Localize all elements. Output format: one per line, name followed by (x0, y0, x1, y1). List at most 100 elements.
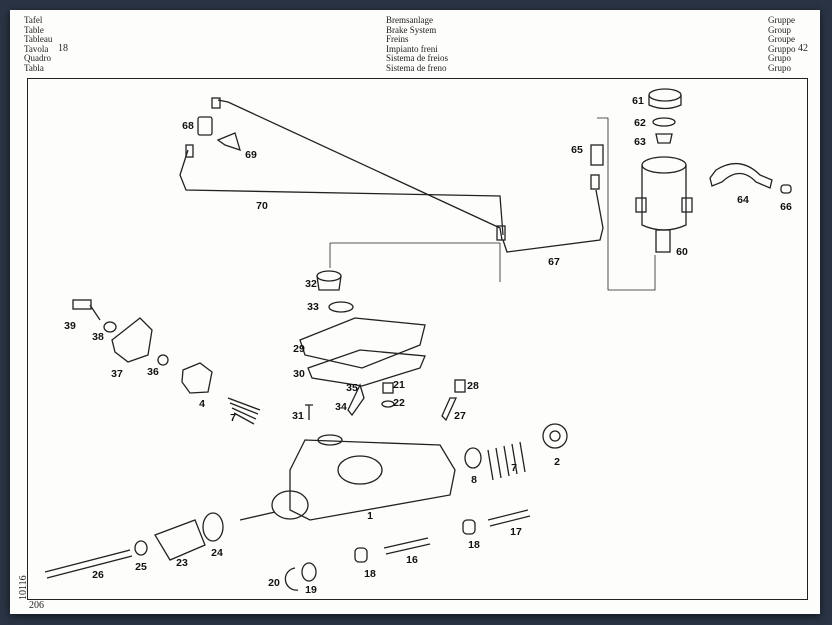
callout: 63 (634, 136, 646, 148)
label: Impianto freni (386, 43, 438, 54)
callout: 70 (256, 200, 268, 212)
callout: 67 (548, 256, 560, 268)
callout: 38 (92, 331, 104, 343)
spring-7 (227, 397, 261, 425)
label: Brake System (386, 24, 437, 35)
washer-22 (381, 400, 395, 408)
seal-62 (652, 117, 676, 127)
label: Tafel (24, 15, 43, 25)
strainer-63 (655, 133, 673, 144)
callout: 7 (511, 462, 517, 474)
master-cylinder-1 (239, 434, 456, 521)
callout: 23 (176, 557, 188, 569)
brake-line-70 (179, 99, 504, 241)
line-nut (185, 144, 194, 158)
callout: 8 (471, 474, 477, 486)
callout: 29 (293, 343, 305, 355)
callout: 31 (292, 410, 304, 422)
callout: 22 (393, 397, 405, 409)
circlip-20 (284, 567, 299, 591)
bolt-39 (72, 299, 101, 321)
catalog-page: Tafel Table Tableau Tavola Quadro Tabla … (10, 10, 820, 614)
boot-23 (154, 519, 206, 561)
callout: 7 (230, 412, 236, 424)
callout: 32 (305, 278, 317, 290)
callout: 30 (293, 368, 305, 380)
cover-29 (299, 317, 426, 369)
header-left-labels: Tafel Table Tableau Tavola Quadro Tabla (24, 15, 53, 74)
callout: 18 (468, 539, 480, 551)
valve-34-35 (347, 383, 365, 417)
line-nut (590, 174, 600, 190)
label: Quadro (24, 53, 51, 64)
label: Table (24, 24, 44, 35)
callout: 68 (182, 120, 194, 132)
table-number: 18 (58, 43, 68, 54)
callout: 35 (346, 382, 358, 394)
gasket-30 (307, 349, 426, 387)
fitting-68 (197, 97, 221, 136)
callout: 27 (454, 410, 466, 422)
header-center-labels: Bremsanlage Brake System Freins Impianto… (386, 15, 448, 74)
leader-line (597, 117, 656, 291)
label: Gruppe (768, 15, 795, 25)
label: Gruppo (768, 43, 796, 54)
callout: 66 (780, 201, 792, 213)
callout: 64 (737, 194, 749, 206)
callout: 34 (335, 401, 347, 413)
callout: 37 (111, 368, 123, 380)
washer-25 (134, 540, 148, 556)
reservoir-cap-61 (648, 88, 682, 110)
callout: 39 (64, 320, 76, 332)
reservoir-60 (635, 156, 693, 253)
washer-38 (103, 321, 117, 333)
label: Tableau (24, 34, 53, 45)
callout: 36 (147, 366, 159, 378)
screw-31 (305, 404, 313, 420)
push-rod-26 (44, 549, 133, 579)
clip-69 (216, 132, 241, 152)
valve-27 (441, 397, 458, 422)
callout: 24 (211, 547, 223, 559)
callout: 69 (245, 149, 257, 161)
page-number: 206 (29, 600, 44, 611)
seat-18b (354, 547, 368, 563)
clamp-64 (709, 163, 773, 189)
brake-line-67 (502, 189, 604, 253)
label: Group (768, 24, 791, 35)
plug-2 (542, 423, 568, 449)
nut-66 (780, 184, 792, 194)
washer-19 (301, 562, 317, 582)
callout: 20 (268, 577, 280, 589)
fitting-65 (590, 144, 604, 166)
label: Bremsanlage (386, 15, 433, 25)
cap-32 (316, 270, 342, 291)
nut-4 (181, 362, 213, 394)
callout: 26 (92, 569, 104, 581)
callout: 25 (135, 561, 147, 573)
callout: 65 (571, 144, 583, 156)
valve-seat-8 (464, 447, 482, 469)
callout: 60 (676, 246, 688, 258)
callout: 1 (367, 510, 373, 522)
seal-33 (328, 301, 354, 313)
callout: 61 (632, 95, 644, 107)
label: Sistema de freno (386, 62, 447, 73)
callout: 2 (554, 456, 560, 468)
callout: 17 (510, 526, 522, 538)
header-right-labels: Gruppe Group Groupe Gruppo Grupo Grupo (768, 15, 796, 74)
callout: 62 (634, 117, 646, 129)
callout: 16 (406, 554, 418, 566)
line-nut (496, 225, 506, 241)
spring-16 (383, 537, 431, 555)
callout: 28 (467, 380, 479, 392)
callout: 4 (199, 398, 205, 410)
spring-17 (487, 509, 531, 527)
callout: 21 (393, 379, 405, 391)
adapter-37 (111, 317, 153, 363)
label: Groupe (768, 34, 795, 45)
seat-18 (462, 519, 476, 535)
group-number: 42 (798, 43, 808, 54)
spring-7b (487, 441, 526, 481)
